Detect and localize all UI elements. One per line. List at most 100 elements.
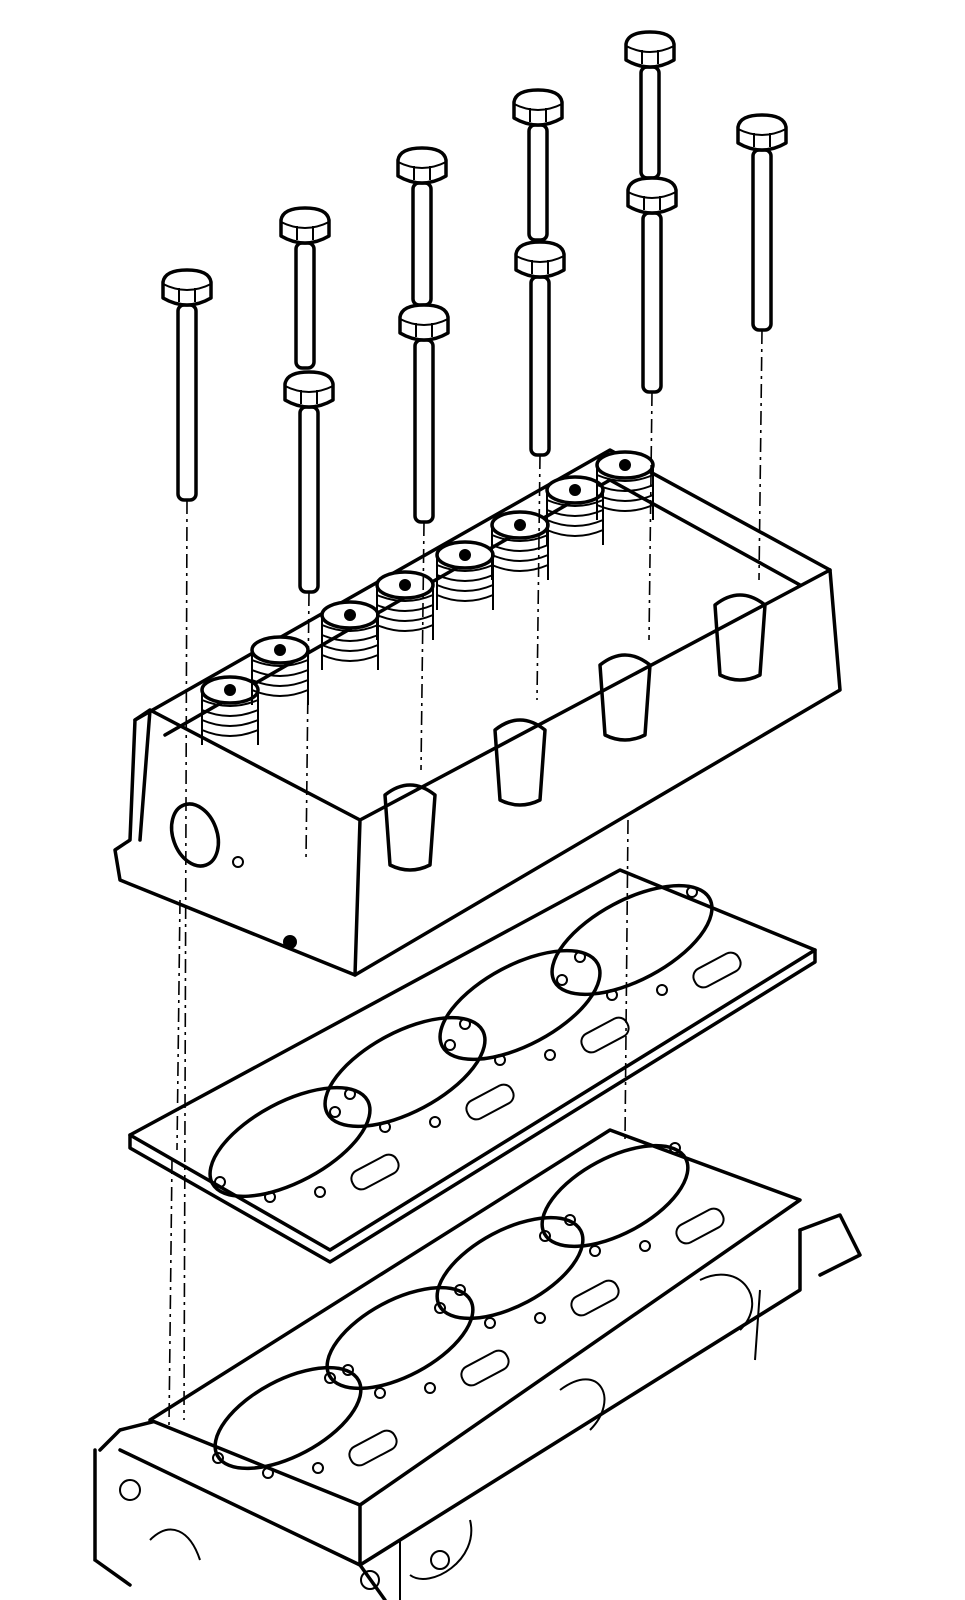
bolt-head <box>398 303 450 342</box>
gasket-hole <box>214 1176 226 1188</box>
valve-spring-coil <box>436 584 494 592</box>
valve-spring-side <box>596 465 654 520</box>
cylinder-bore <box>323 1015 487 1129</box>
valve-spring-coil <box>491 534 549 542</box>
gasket-hole <box>544 1049 556 1061</box>
valve-spring-coil <box>201 699 259 707</box>
valve-spring-coil <box>546 529 604 537</box>
cylinder-head <box>113 448 842 977</box>
valve-spring-coil <box>436 564 494 572</box>
valve-spring-coil <box>596 484 654 492</box>
gasket-hole <box>262 1467 274 1479</box>
spark-plug-well <box>598 653 652 742</box>
bolt-flange <box>627 191 677 210</box>
bolt-head <box>283 370 335 409</box>
gasket-hole <box>484 1317 496 1329</box>
spark-plug-well <box>493 718 547 807</box>
valve-spring-coil <box>321 624 379 632</box>
valve-spring-coil <box>376 594 434 602</box>
bolt-head <box>161 268 213 307</box>
gasket-on-block <box>148 1128 802 1507</box>
gasket-hole <box>314 1186 326 1198</box>
coolant-slot <box>348 1429 398 1467</box>
bolt-flange <box>513 103 563 122</box>
valve-stem <box>514 519 526 531</box>
valve-spring-coil <box>376 624 434 632</box>
valve-spring-coil <box>376 604 434 612</box>
valve-spring-coil <box>251 669 309 677</box>
valve-spring-coil <box>436 594 494 602</box>
bolt-alignment-lines <box>168 329 763 1426</box>
center-line <box>176 899 181 1151</box>
cylinder-bore <box>325 1285 475 1391</box>
gasket-hole <box>574 951 586 963</box>
gasket-hole <box>324 1372 336 1384</box>
head-bolt <box>624 30 676 180</box>
bolt-head <box>624 30 676 69</box>
valve-spring-coil <box>321 654 379 662</box>
center-line <box>536 454 541 701</box>
bolt-shank <box>529 275 551 457</box>
bolt-flange <box>162 283 212 302</box>
bolt-shank <box>294 241 316 370</box>
valve-spring-coil <box>201 729 259 737</box>
head-bolt <box>512 88 564 242</box>
gasket-hole <box>539 1230 551 1242</box>
coolant-slot <box>570 1279 620 1317</box>
bolt-shank <box>527 123 549 242</box>
head-bolt <box>283 370 335 594</box>
bolt-flange <box>280 221 330 240</box>
gasket-hole <box>459 1018 471 1030</box>
valve-spring-coil <box>596 494 654 502</box>
spark-plug-well <box>713 593 767 682</box>
valve-stem <box>399 579 411 591</box>
head-bolt <box>398 303 450 524</box>
valve-spring-coil <box>321 634 379 642</box>
valve-spring-coil <box>546 499 604 507</box>
valve-spring-coil <box>491 544 549 552</box>
head-bolt <box>279 206 331 370</box>
bolt-head <box>279 206 331 245</box>
coolant-slot <box>675 1207 725 1245</box>
valve-spring-coil <box>546 519 604 527</box>
bolt-flange <box>737 128 787 147</box>
valve-stem <box>274 644 286 656</box>
bolt-shank <box>641 211 663 394</box>
head-bolt <box>396 146 448 307</box>
head-bolt <box>514 240 566 457</box>
gasket-hole <box>329 1106 341 1118</box>
coolant-slot <box>350 1153 400 1191</box>
bolt-flange <box>397 161 447 180</box>
gasket-hole <box>686 886 698 898</box>
center-line <box>758 329 763 581</box>
gasket-hole <box>424 1382 436 1394</box>
valve-spring-side <box>376 585 434 640</box>
head-bolts <box>161 30 788 594</box>
bolt-head <box>626 176 678 215</box>
gasket-hole <box>342 1364 354 1376</box>
bolt-shank <box>298 405 320 594</box>
gasket-hole <box>564 1214 576 1226</box>
valve-spring-coil <box>491 564 549 572</box>
bolt-head <box>396 146 448 185</box>
valve-spring-coil <box>376 614 434 622</box>
bolt-head <box>514 240 566 279</box>
gasket-hole <box>212 1452 224 1464</box>
center-line <box>305 591 310 861</box>
coolant-slot <box>692 951 742 989</box>
head-gasket <box>128 868 817 1264</box>
center-line <box>168 1159 173 1426</box>
engine-block <box>93 1213 862 1600</box>
bolt-shank <box>639 65 661 180</box>
valve-spring-side <box>546 490 604 545</box>
bolt-shank <box>411 181 433 307</box>
coolant-slot <box>460 1349 510 1387</box>
valve-spring-coil <box>201 719 259 727</box>
gasket-hole <box>264 1191 276 1203</box>
valve-stem <box>224 684 236 696</box>
gasket-hole <box>434 1302 446 1314</box>
valve-stem <box>344 609 356 621</box>
valve-stem <box>459 549 471 561</box>
gasket-hole <box>556 974 568 986</box>
